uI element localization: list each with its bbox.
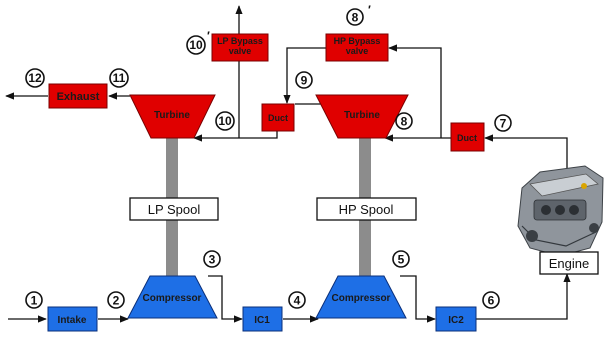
- hp-compressor: [315, 275, 407, 319]
- station-2: 2: [107, 291, 125, 309]
- flow-line-to-ic2: [400, 275, 436, 323]
- intake: [47, 306, 98, 332]
- hp-turbine-label: Turbine: [344, 110, 380, 121]
- svg-text:12: 12: [28, 71, 42, 85]
- station-8: 8: [395, 112, 413, 130]
- station-6: 6: [482, 291, 500, 309]
- svg-text:3: 3: [209, 253, 216, 267]
- svg-text:4: 4: [294, 294, 301, 308]
- station-10: 10: [215, 111, 235, 131]
- svg-text:9: 9: [301, 74, 308, 88]
- station-10-prime: 10 ′: [186, 29, 210, 55]
- lp-turbine: [129, 94, 216, 139]
- lp-turbine-label: Turbine: [154, 110, 190, 121]
- lp-spool-label: LP Spool: [148, 202, 201, 217]
- svg-text:5: 5: [398, 253, 405, 267]
- flow-line-to-engine: [476, 273, 571, 320]
- engine-box: [539, 251, 599, 275]
- station-5: 5: [392, 250, 410, 268]
- ic1: [242, 306, 283, 332]
- svg-text:10: 10: [189, 38, 203, 52]
- svg-text:8: 8: [352, 11, 359, 25]
- hp-spool-label: HP Spool: [339, 202, 394, 217]
- svg-text:6: 6: [488, 294, 495, 308]
- station-4: 4: [288, 291, 306, 309]
- ic2-label: IC2: [448, 315, 464, 326]
- svg-text:7: 7: [500, 117, 507, 131]
- station-8-prime: 8 ′: [346, 3, 371, 26]
- station-11: 11: [109, 68, 129, 88]
- hp-compressor-label: Compressor: [332, 293, 391, 304]
- station-3: 3: [203, 250, 221, 268]
- station-7: 7: [494, 114, 512, 132]
- station-10-prime-mark: ′: [207, 29, 210, 43]
- lp-bypass-valve: [211, 33, 269, 62]
- svg-text:11: 11: [113, 71, 126, 85]
- flow-line-to-hp-bypass: [388, 44, 442, 138]
- duct-hp-label: Duct: [457, 133, 477, 143]
- duct-lp-label: Duct: [268, 113, 288, 123]
- flow-line-hp-bypass-to-duct: [283, 47, 326, 104]
- lp-compressor-label: Compressor: [143, 293, 202, 304]
- lp-spool-box: [129, 197, 219, 221]
- exhaust-label: Exhaust: [57, 91, 100, 103]
- hp-spool-box: [316, 197, 417, 221]
- svg-text:1: 1: [31, 294, 38, 308]
- station-1: 1: [25, 291, 43, 309]
- exhaust: [48, 83, 108, 109]
- station-8-prime-mark: ′: [368, 3, 371, 17]
- intake-label: Intake: [58, 315, 87, 326]
- svg-text:2: 2: [113, 294, 120, 308]
- duct-lp: [261, 103, 295, 132]
- engine-label: Engine: [549, 256, 589, 271]
- engine-icon: [517, 165, 604, 257]
- station-9: 9: [295, 71, 313, 89]
- duct-hp: [450, 122, 485, 152]
- ic2: [435, 306, 477, 332]
- hp-bypass-valve: [325, 33, 389, 62]
- svg-text:10: 10: [218, 114, 232, 128]
- svg-text:8: 8: [401, 115, 408, 129]
- flow-line-to-lp-turbine: [193, 131, 278, 142]
- hp-turbine: [315, 94, 409, 139]
- ic1-label: IC1: [254, 315, 270, 326]
- flow-line-engine-to-duct: [484, 134, 568, 170]
- lp-compressor: [127, 275, 218, 319]
- flow-line-to-ic1: [208, 275, 243, 323]
- station-12: 12: [25, 68, 45, 88]
